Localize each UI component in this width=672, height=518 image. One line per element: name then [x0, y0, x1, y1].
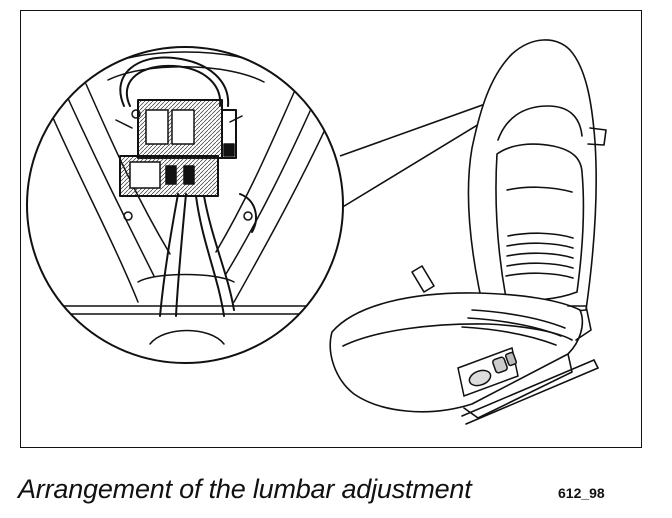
lumbar-adjustment-illustration: [26, 39, 607, 425]
figure-code: 612_98: [558, 485, 605, 501]
figure-caption: Arrangement of the lumbar adjustment: [18, 474, 472, 504]
seat-control-switch-icon: [457, 346, 519, 398]
lumbar-adjustment-module-icon: [115, 99, 253, 221]
vehicle-seat-icon: [329, 39, 607, 425]
cable-harness-detail: [119, 56, 257, 317]
